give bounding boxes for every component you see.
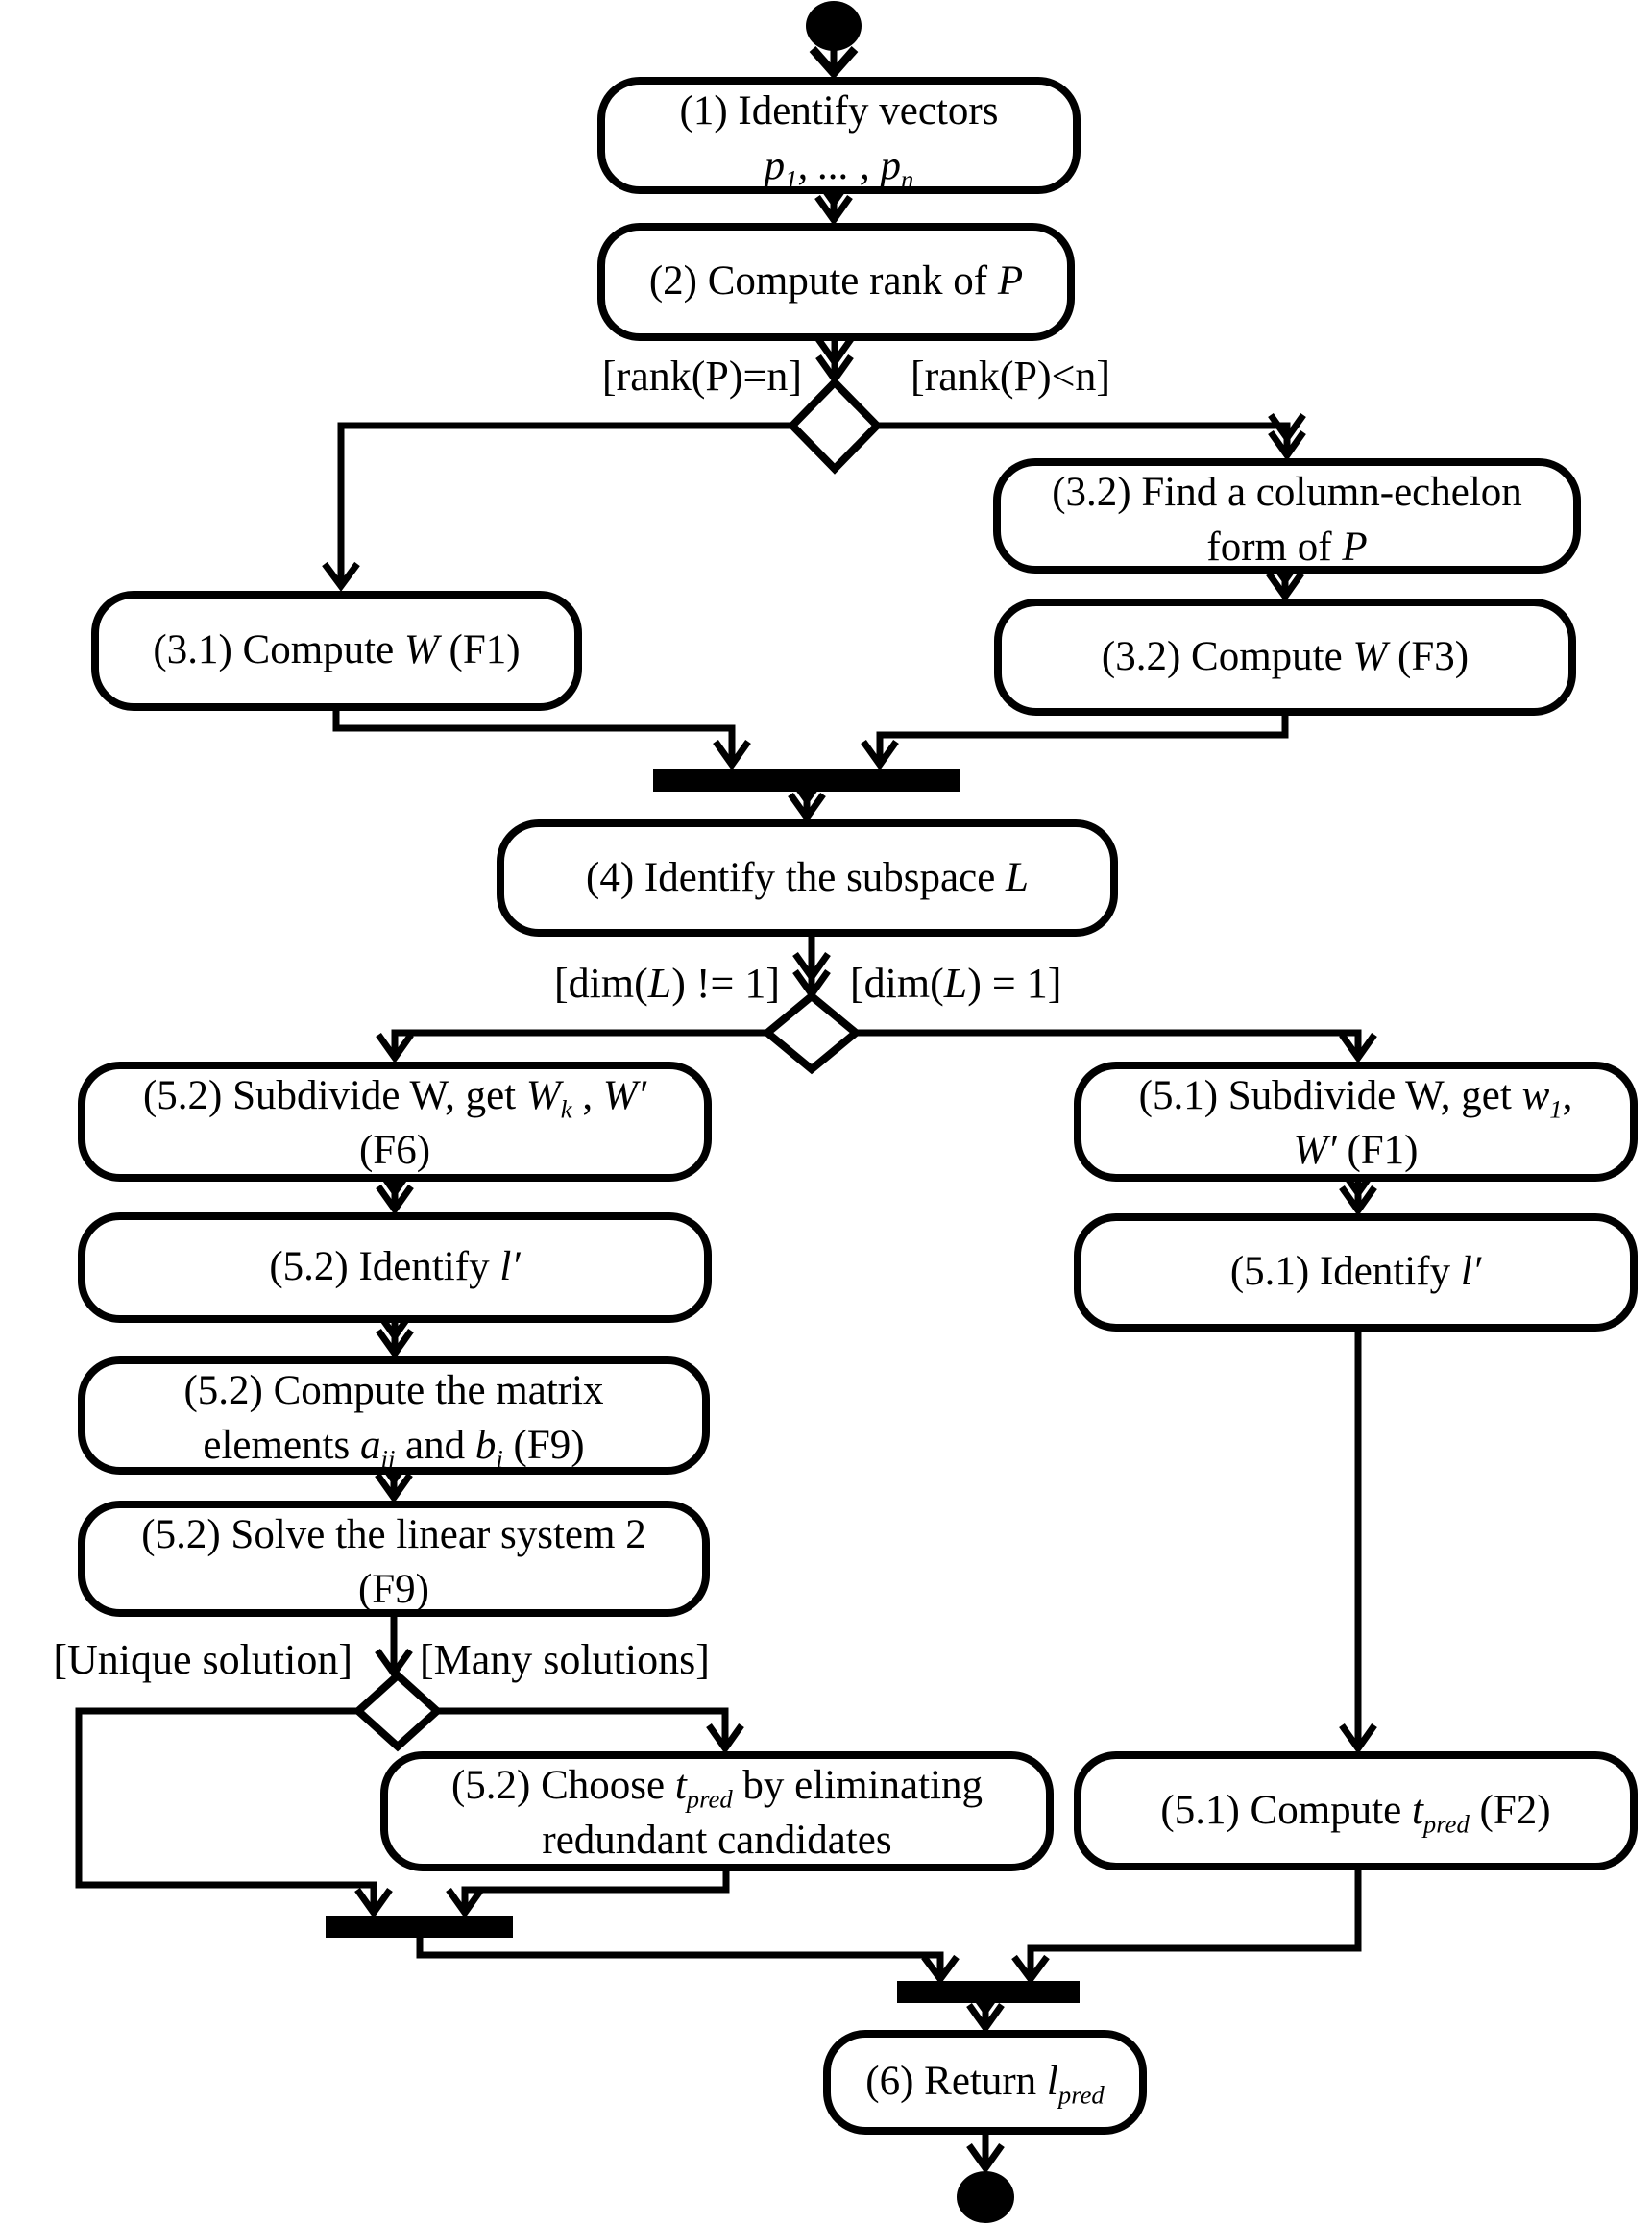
join-bar-1 [653,769,960,792]
guard-dim-one: [dim(L) = 1] [850,960,1062,1007]
step-label: (5.2) Identify l′ [269,1244,521,1290]
decision-rank-diamond [787,377,883,475]
edge-step51compute-to-join3 [1011,1870,1362,1985]
step-6-return: (6) Return lpred [823,2030,1147,2135]
step-4-identify-subspace: (4) Identify the subspace L [497,819,1118,937]
edge-rank-lt-to-step32find [877,412,1306,462]
decision-solution-diamond [352,1670,443,1752]
join-bar-2 [326,1916,513,1938]
step-51-identify: (5.1) Identify l′ [1074,1213,1638,1332]
step-label: (3.1) Compute W (F1) [153,627,521,673]
edge-step52choose-to-join2 [446,1871,730,1919]
edge-step51identify-to-compute [1339,1332,1377,1755]
edge-step2-to-decision-rank [815,336,854,386]
step-label: (5.2) Subdivide W, get Wk , W′(F6) [142,1073,647,1173]
step-52-solve-linear-system: (5.2) Solve the linear system 2(F9) [78,1501,710,1617]
edge-dim-eq-to-step51subdivide [856,1029,1377,1064]
guard-unique-solution: [Unique solution] [53,1636,352,1683]
edge-step32compute-to-join1 [861,716,1289,771]
edge-many-to-step52choose [437,1707,744,1755]
start-node [806,1,862,51]
step-52-identify: (5.2) Identify l′ [78,1212,712,1323]
step-label: (5.2) Solve the linear system 2(F9) [141,1512,646,1612]
step-label: (5.1) Compute tpred (F2) [1160,1787,1551,1839]
join-bar-3 [897,1981,1080,2003]
edge-rank-eq-to-step31 [322,422,792,592]
guard-many-solutions: [Many solutions] [420,1636,710,1683]
guard-rank-less-n: [rank(P)<n] [911,353,1111,400]
edge-step31-to-join1 [332,711,751,771]
step-label: (2) Compute rank of P [648,258,1024,305]
edge-join2-to-join3 [416,1938,960,1985]
edge-unique-to-join2 [75,1707,393,1919]
step-label: (5.1) Subdivide W, get w1,W′ (F1) [1138,1073,1573,1173]
step-label: (5.1) Identify l′ [1229,1249,1482,1295]
guard-dim-not-one: [dim(L) != 1] [553,960,780,1007]
step-label: (4) Identify the subspace L [586,854,1029,900]
step-52-subdivide: (5.2) Subdivide W, get Wk , W′(F6) [78,1062,712,1182]
step-label: (3.2) Compute W (F3) [1101,633,1470,679]
decision-dim-diamond [761,990,862,1075]
step-2-compute-rank: (2) Compute rank of P [597,223,1075,341]
edge-step52solve-to-decision-solution [375,1617,413,1680]
edge-dim-ne-to-step52subdivide [376,1029,767,1064]
step-label: (6) Return lpred [865,2059,1105,2110]
edge-step6-to-end [966,2135,1005,2175]
edge-step4-to-decision-dim [792,937,831,1001]
end-node [957,2171,1014,2223]
step-32-compute-w: (3.2) Compute W (F3) [994,599,1576,716]
step-51-subdivide: (5.1) Subdivide W, get w1,W′ (F1) [1074,1062,1638,1182]
arrowhead-start-to-step1 [809,46,859,80]
step-31-compute-w: (3.1) Compute W (F1) [91,591,582,711]
guard-rank-equals-n: [rank(P)=n] [601,353,802,400]
step-51-compute-tpred: (5.1) Compute tpred (F2) [1074,1751,1638,1870]
